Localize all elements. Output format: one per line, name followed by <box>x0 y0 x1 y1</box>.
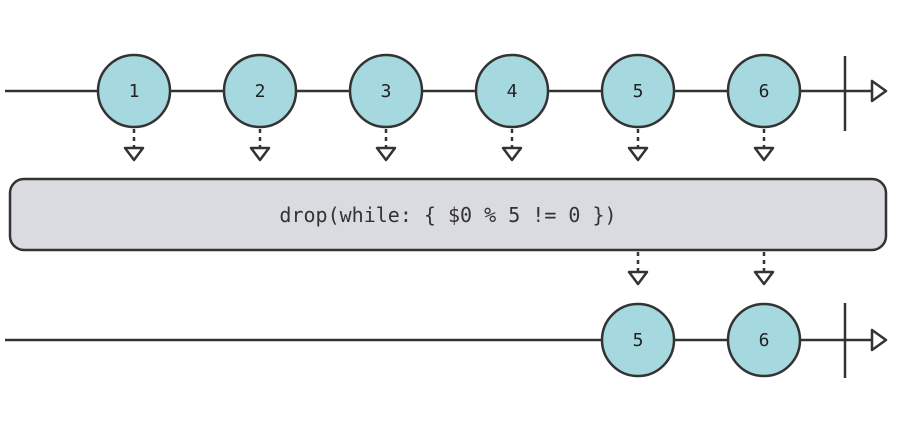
output-arrows <box>627 252 775 286</box>
input-marble-2-label: 2 <box>255 81 266 102</box>
input-arrow-4-head <box>501 146 523 162</box>
output-timeline-arrowhead <box>870 328 888 352</box>
input-timeline-arrowhead <box>870 79 888 103</box>
input-marble-5: 5 <box>600 53 676 129</box>
input-arrow-3 <box>375 129 397 162</box>
input-arrow-6 <box>753 129 775 162</box>
output-marble-5-circle <box>600 302 676 378</box>
output-marble-6: 6 <box>726 302 802 378</box>
output-marble-6-circle <box>726 302 802 378</box>
input-marble-3-circle <box>348 53 424 129</box>
input-marble-1-circle <box>96 53 172 129</box>
input-marble-2: 2 <box>222 53 298 129</box>
input-arrow-2 <box>249 129 271 162</box>
input-marble-6: 6 <box>726 53 802 129</box>
input-arrow-6-head <box>753 146 775 162</box>
input-marble-1: 1 <box>96 53 172 129</box>
input-arrow-5 <box>627 129 649 162</box>
output-arrow-5 <box>627 252 649 286</box>
operator-box <box>8 177 888 252</box>
input-marble-3: 3 <box>348 53 424 129</box>
input-marble-5-circle <box>600 53 676 129</box>
operator-label: drop(while: { $0 % 5 != 0 }) <box>279 203 616 227</box>
output-marble-6-label: 6 <box>759 330 770 351</box>
input-marble-6-circle <box>726 53 802 129</box>
input-arrow-2-head <box>249 146 271 162</box>
output-marble-5: 5 <box>600 302 676 378</box>
input-arrow-3-head <box>375 146 397 162</box>
input-marble-5-label: 5 <box>633 81 644 102</box>
input-marble-2-circle <box>222 53 298 129</box>
output-arrow-5-head <box>627 270 649 286</box>
output-marble-5-label: 5 <box>633 330 644 351</box>
input-marble-4-circle <box>474 53 550 129</box>
input-marble-1-label: 1 <box>129 81 140 102</box>
input-arrows <box>123 129 775 162</box>
output-arrow-6-head <box>753 270 775 286</box>
input-marble-4-label: 4 <box>507 81 518 102</box>
input-marble-6-label: 6 <box>759 81 770 102</box>
input-marble-4: 4 <box>474 53 550 129</box>
operator: drop(while: { $0 % 5 != 0 }) <box>8 177 888 252</box>
input-arrow-5-head <box>627 146 649 162</box>
input-arrow-1 <box>123 129 145 162</box>
input-marbles: 1 2 3 4 5 6 <box>96 53 802 129</box>
input-marble-3-label: 3 <box>381 81 392 102</box>
output-arrow-6 <box>753 252 775 286</box>
input-arrow-1-head <box>123 146 145 162</box>
input-arrow-4 <box>501 129 523 162</box>
